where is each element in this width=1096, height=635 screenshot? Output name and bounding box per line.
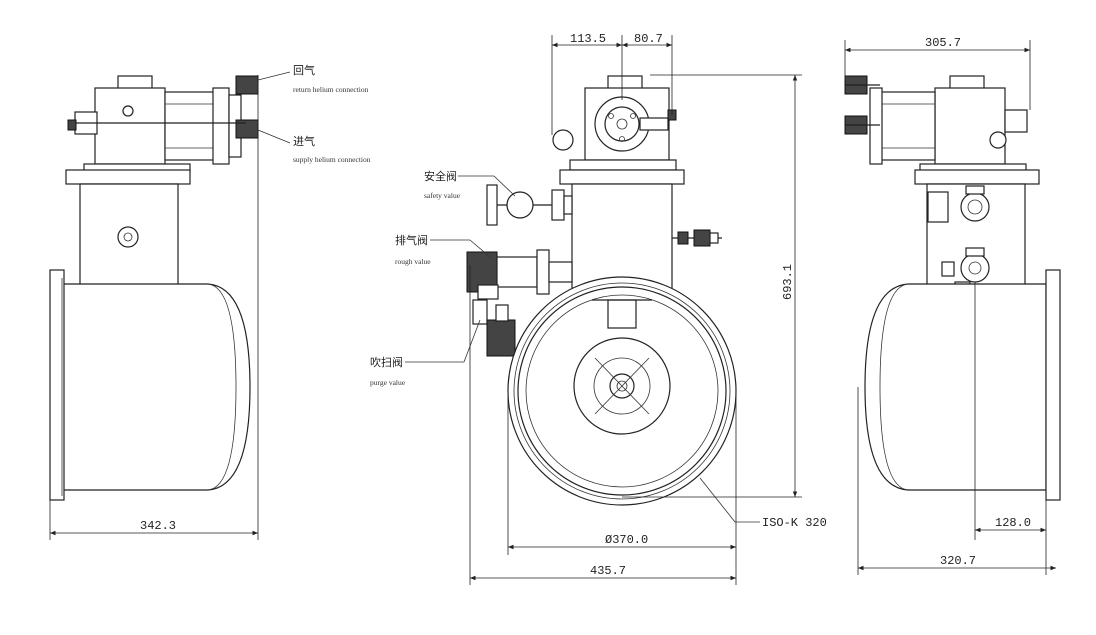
return-en-label: return helium connection: [293, 85, 369, 94]
left-cold-head: [67, 75, 259, 173]
front-neck: [571, 183, 673, 295]
left-side-view: 回气 return helium connection 进气 supply he…: [49, 63, 371, 540]
right-top-flange: [914, 169, 1040, 185]
dim-height: 693.1: [781, 264, 795, 300]
safety-cn-label: 安全阀: [424, 169, 457, 183]
front-cold-head: [552, 75, 677, 171]
dim-right-offset: 128.0: [995, 516, 1031, 530]
supply-en-label: supply helium connection: [293, 155, 371, 164]
safety-valve: [486, 184, 573, 226]
front-chamber: [507, 276, 737, 506]
flange-label: ISO-K 320: [762, 516, 827, 530]
front-top-dimensions: 113.5 80.7: [551, 32, 673, 135]
right-cold-head: [844, 75, 1028, 173]
dim-right-top: 305.7: [925, 36, 961, 50]
safety-en-label: safety value: [424, 191, 461, 200]
front-view: 安全阀 safety value 排气阀 rough value 吹扫阀 pur…: [370, 32, 827, 585]
right-side-view: 305.7 128.0 320.7: [844, 36, 1061, 575]
rough-en-label: rough value: [395, 257, 431, 266]
right-chamber: [864, 269, 1061, 501]
gauge-fitting: [672, 229, 722, 247]
right-bottom-dimensions: 128.0 320.7: [857, 282, 1056, 575]
purge-cn-label: 吹扫阀: [370, 355, 403, 369]
left-top-flange: [65, 169, 191, 185]
dim-right-width: 320.7: [940, 554, 976, 568]
dim-top-a: 113.5: [570, 32, 606, 46]
front-height-dimension: 693.1: [622, 74, 802, 498]
front-top-flange: [559, 169, 685, 185]
rough-cn-label: 排气阀: [395, 233, 428, 247]
dim-diameter: Ø370.0: [605, 533, 648, 547]
dim-total-width: 435.7: [590, 564, 626, 578]
supply-cn-label: 进气: [293, 134, 315, 148]
dim-top-b: 80.7: [634, 32, 663, 46]
front-width-dimensions: Ø370.0 435.7: [469, 265, 737, 585]
left-width-dimension: 342.3: [49, 75, 259, 540]
return-cn-label: 回气: [293, 63, 315, 77]
purge-en-label: purge value: [370, 378, 406, 387]
purge-valve: [472, 299, 516, 357]
dim-left-width: 342.3: [140, 519, 176, 533]
right-top-dimension: 305.7: [844, 36, 1031, 110]
left-port: [117, 226, 139, 248]
rough-valve: [466, 249, 573, 300]
left-chamber: [49, 269, 251, 501]
